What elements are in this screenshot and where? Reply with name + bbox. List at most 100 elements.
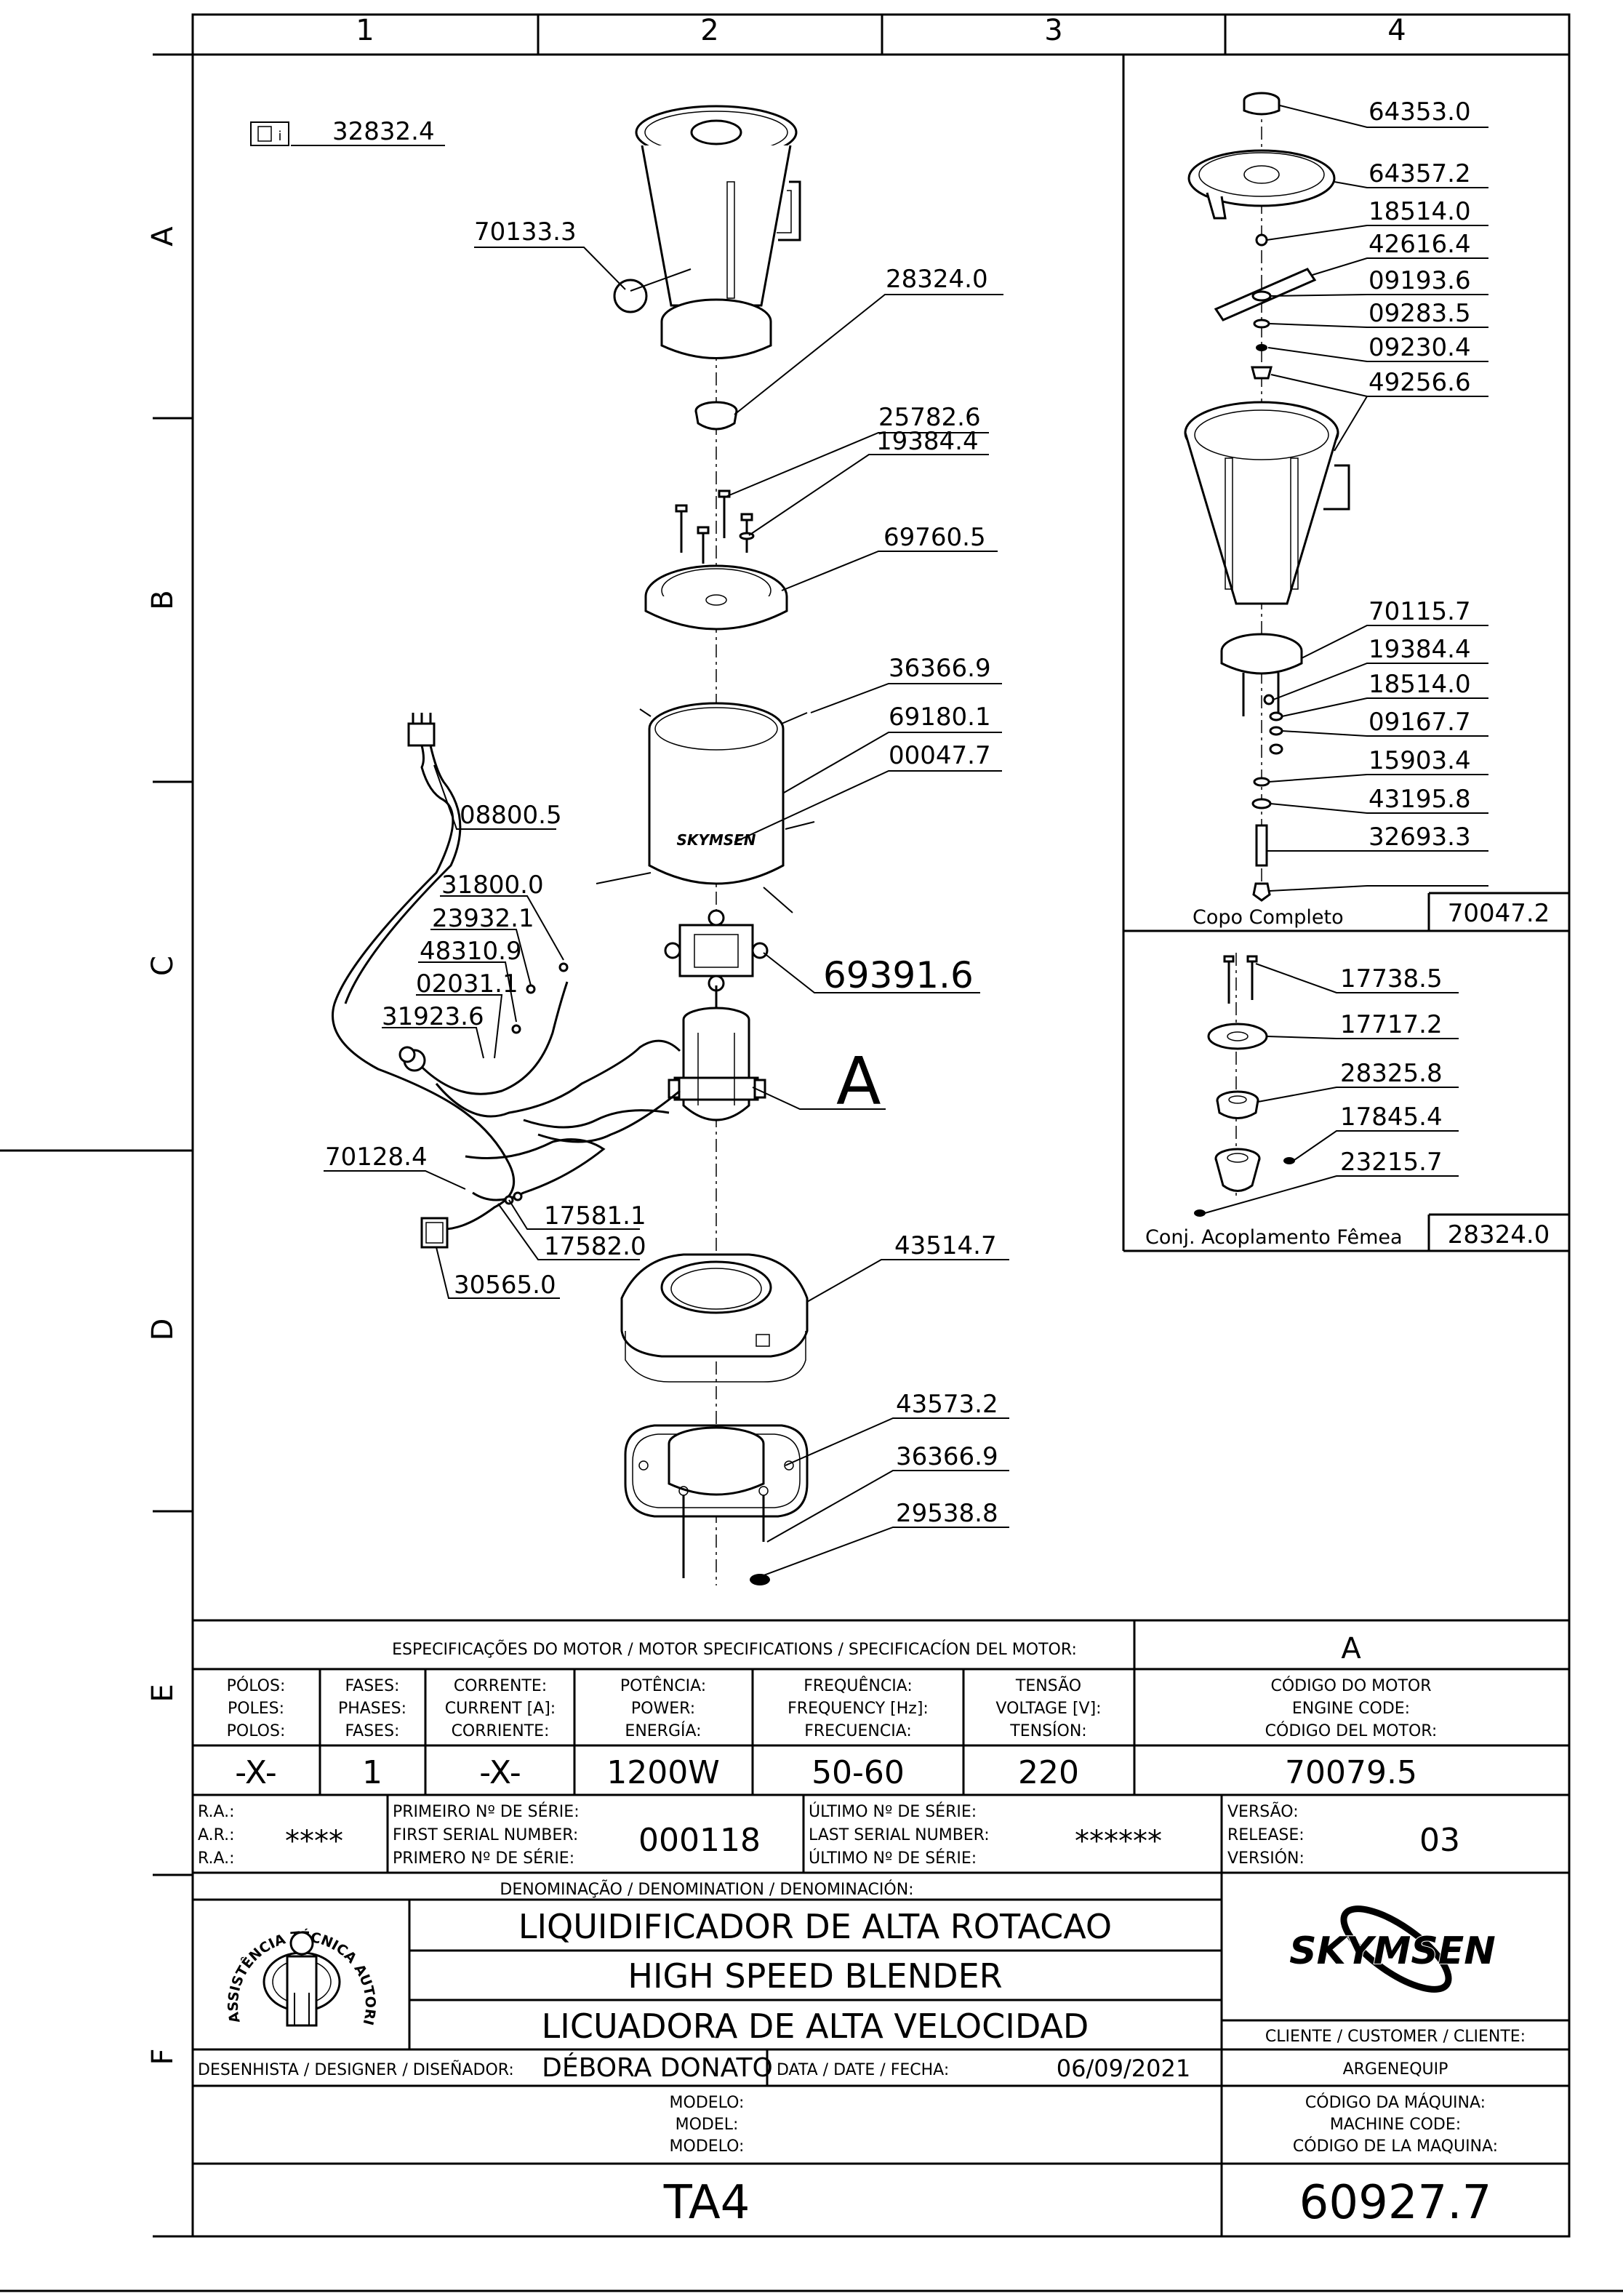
svg-text:PRIMERO Nº DE SÉRIE:: PRIMERO Nº DE SÉRIE:	[393, 1849, 574, 1868]
copo-label-8: 49256.6	[1368, 368, 1471, 397]
zone-row-b: B	[146, 590, 180, 609]
svg-text:TENSÃO: TENSÃO	[1015, 1676, 1081, 1695]
part-w4: 02031.1	[416, 969, 518, 999]
part-screw-bottom: 36366.9	[896, 1442, 998, 1471]
part-w3: 48310.9	[420, 937, 522, 966]
svg-text:ENERGÍA:: ENERGÍA:	[625, 1721, 701, 1740]
part-bottom: 43573.2	[896, 1390, 998, 1419]
skymsen-logo: SKYMSEN	[1289, 1905, 1496, 1993]
model-value: TA4	[663, 2176, 750, 2230]
svg-text:****: ****	[285, 1825, 343, 1858]
specs-col-frequency: FREQUÊNCIA: FREQUENCY [Hz]: FRECUENCIA: …	[788, 1676, 929, 1791]
leader-w4	[416, 994, 503, 1059]
acoplamento-label-4: 17845.4	[1340, 1103, 1443, 1132]
serial-first: PRIMEIRO Nº DE SÉRIE: FIRST SERIAL NUMBE…	[393, 1802, 761, 1868]
copo-label-3: 18514.0	[1368, 197, 1471, 226]
svg-text:220: 220	[1018, 1754, 1079, 1791]
leader-screw	[725, 432, 989, 497]
svg-text:CÓDIGO DA MÁQUINA:: CÓDIGO DA MÁQUINA:	[1305, 2093, 1486, 2112]
leader-harness	[324, 1170, 466, 1190]
name-pt: LIQUIDIFICADOR DE ALTA ROTACAO	[518, 1907, 1112, 1946]
part-motor: A	[836, 1044, 881, 1120]
svg-text:1200W: 1200W	[606, 1754, 719, 1791]
svg-text:PRIMEIRO Nº DE SÉRIE:: PRIMEIRO Nº DE SÉRIE:	[393, 1802, 580, 1821]
part-t2: 17582.0	[544, 1232, 646, 1261]
copo-label-10: 19384.4	[1368, 635, 1471, 664]
copo-leaders	[1266, 105, 1488, 892]
zone-row-f: F	[146, 2048, 180, 2065]
copo-label-4: 42616.4	[1368, 230, 1471, 259]
svg-text:VERSIÓN:: VERSIÓN:	[1227, 1849, 1305, 1868]
part-label: 00047.7	[889, 741, 991, 770]
copo-panel-border	[1122, 55, 1569, 1252]
svg-text:03: 03	[1419, 1822, 1460, 1859]
part-motor-plate: 69391.6	[823, 954, 974, 996]
leader-motor	[752, 1087, 886, 1110]
specs-col-poles: PÓLOS: POLES: POLOS: -X-	[227, 1676, 286, 1791]
zone-col-1: 1	[356, 14, 374, 47]
acoplamento-caption: Conj. Acoplamento Fêmea	[1145, 1226, 1403, 1249]
svg-text:CÓDIGO DE LA MAQUINA:: CÓDIGO DE LA MAQUINA:	[1293, 2137, 1498, 2156]
zone-col-3: 3	[1044, 14, 1062, 47]
acoplamento-label-2: 17717.2	[1340, 1010, 1443, 1039]
part-base: 43514.7	[894, 1231, 997, 1260]
leader-w5	[382, 1027, 484, 1059]
logo-text: SKYMSEN	[1289, 1929, 1496, 1973]
svg-text:CÓDIGO DEL MOTOR:: CÓDIGO DEL MOTOR:	[1265, 1721, 1438, 1740]
svg-text:FIRST SERIAL NUMBER:: FIRST SERIAL NUMBER:	[393, 1826, 578, 1844]
name-es: LICUADORA DE ALTA VELOCIDAD	[542, 2007, 1089, 2046]
power-cord-illustration	[332, 713, 681, 1249]
part-switch: 30565.0	[454, 1271, 556, 1300]
svg-text:CÓDIGO DO MOTOR: CÓDIGO DO MOTOR	[1270, 1676, 1431, 1695]
svg-text:MODELO:: MODELO:	[670, 2094, 745, 2112]
serial-version: VERSÃO: RELEASE: VERSIÓN: 03	[1227, 1801, 1460, 1868]
specs-col-voltage: TENSÃO VOLTAGE [V]: TENSÍON: 220	[995, 1676, 1101, 1791]
column-zone-labels: 1 2 3 4	[356, 14, 1406, 47]
jar-callout-bubble	[613, 279, 648, 313]
serial-last: ÚLTIMO Nº DE SÉRIE: LAST SERIAL NUMBER: …	[809, 1802, 1162, 1868]
part-w2: 23932.1	[432, 904, 534, 933]
svg-text:50-60: 50-60	[812, 1754, 905, 1791]
zone-row-e: E	[146, 1684, 180, 1702]
copo-label-15: 32693.3	[1368, 823, 1471, 852]
specs-motor-letter: A	[1341, 1632, 1361, 1665]
date-label: DATA / DATE / FECHA:	[777, 2061, 949, 2079]
copo-label-7: 09230.4	[1368, 333, 1471, 362]
serial-ra: R.A.: A.R.: R.A.: ****	[198, 1803, 343, 1868]
leader-jar	[474, 247, 626, 290]
screws-illustration	[675, 489, 755, 564]
svg-text:FRECUENCIA:: FRECUENCIA:	[804, 1722, 912, 1740]
base-illustration	[620, 1253, 809, 1383]
copo-label-12: 09167.7	[1368, 708, 1471, 737]
svg-text:SKYMSEN: SKYMSEN	[676, 831, 756, 849]
copo-label-13: 15903.4	[1368, 746, 1471, 775]
copo-label-2: 64357.2	[1368, 159, 1471, 188]
motor-plate-illustration	[664, 909, 769, 992]
specs-col-current: CORRENTE: CURRENT [A]: CORRIENTE: -X-	[445, 1677, 556, 1791]
leader-w2	[430, 929, 532, 986]
copo-label-11: 18514.0	[1368, 670, 1471, 699]
svg-text:000118: 000118	[638, 1822, 761, 1859]
leader-foot	[759, 1527, 1009, 1577]
part-harness: 70128.4	[325, 1143, 428, 1172]
zone-row-d: D	[146, 1319, 180, 1341]
specs-table-grid	[193, 1619, 1569, 1796]
svg-text:TENSÍON:: TENSÍON:	[1009, 1721, 1086, 1740]
zone-col-4: 4	[1387, 14, 1406, 47]
part-jar: 70133.3	[474, 217, 577, 247]
coupling-illustration	[694, 401, 738, 431]
zone-row-c: C	[146, 956, 180, 976]
acoplamento-label-1: 17738.5	[1340, 964, 1443, 993]
motor-illustration	[668, 985, 766, 1121]
svg-text:CORRENTE:: CORRENTE:	[454, 1677, 547, 1695]
part-cord: 08800.5	[460, 801, 562, 830]
svg-text:VOLTAGE [V]:: VOLTAGE [V]:	[995, 1700, 1101, 1718]
svg-text:i: i	[278, 129, 281, 144]
leader-t2	[497, 1203, 640, 1260]
date-value: 06/09/2021	[1057, 2055, 1190, 2082]
svg-text:R.A.:: R.A.:	[198, 1803, 235, 1821]
copo-illustration	[1184, 92, 1350, 902]
copo-label-14: 43195.8	[1368, 785, 1471, 814]
acoplamento-label-3: 28325.8	[1340, 1059, 1443, 1088]
copo-caption: Copo Completo	[1193, 906, 1344, 929]
